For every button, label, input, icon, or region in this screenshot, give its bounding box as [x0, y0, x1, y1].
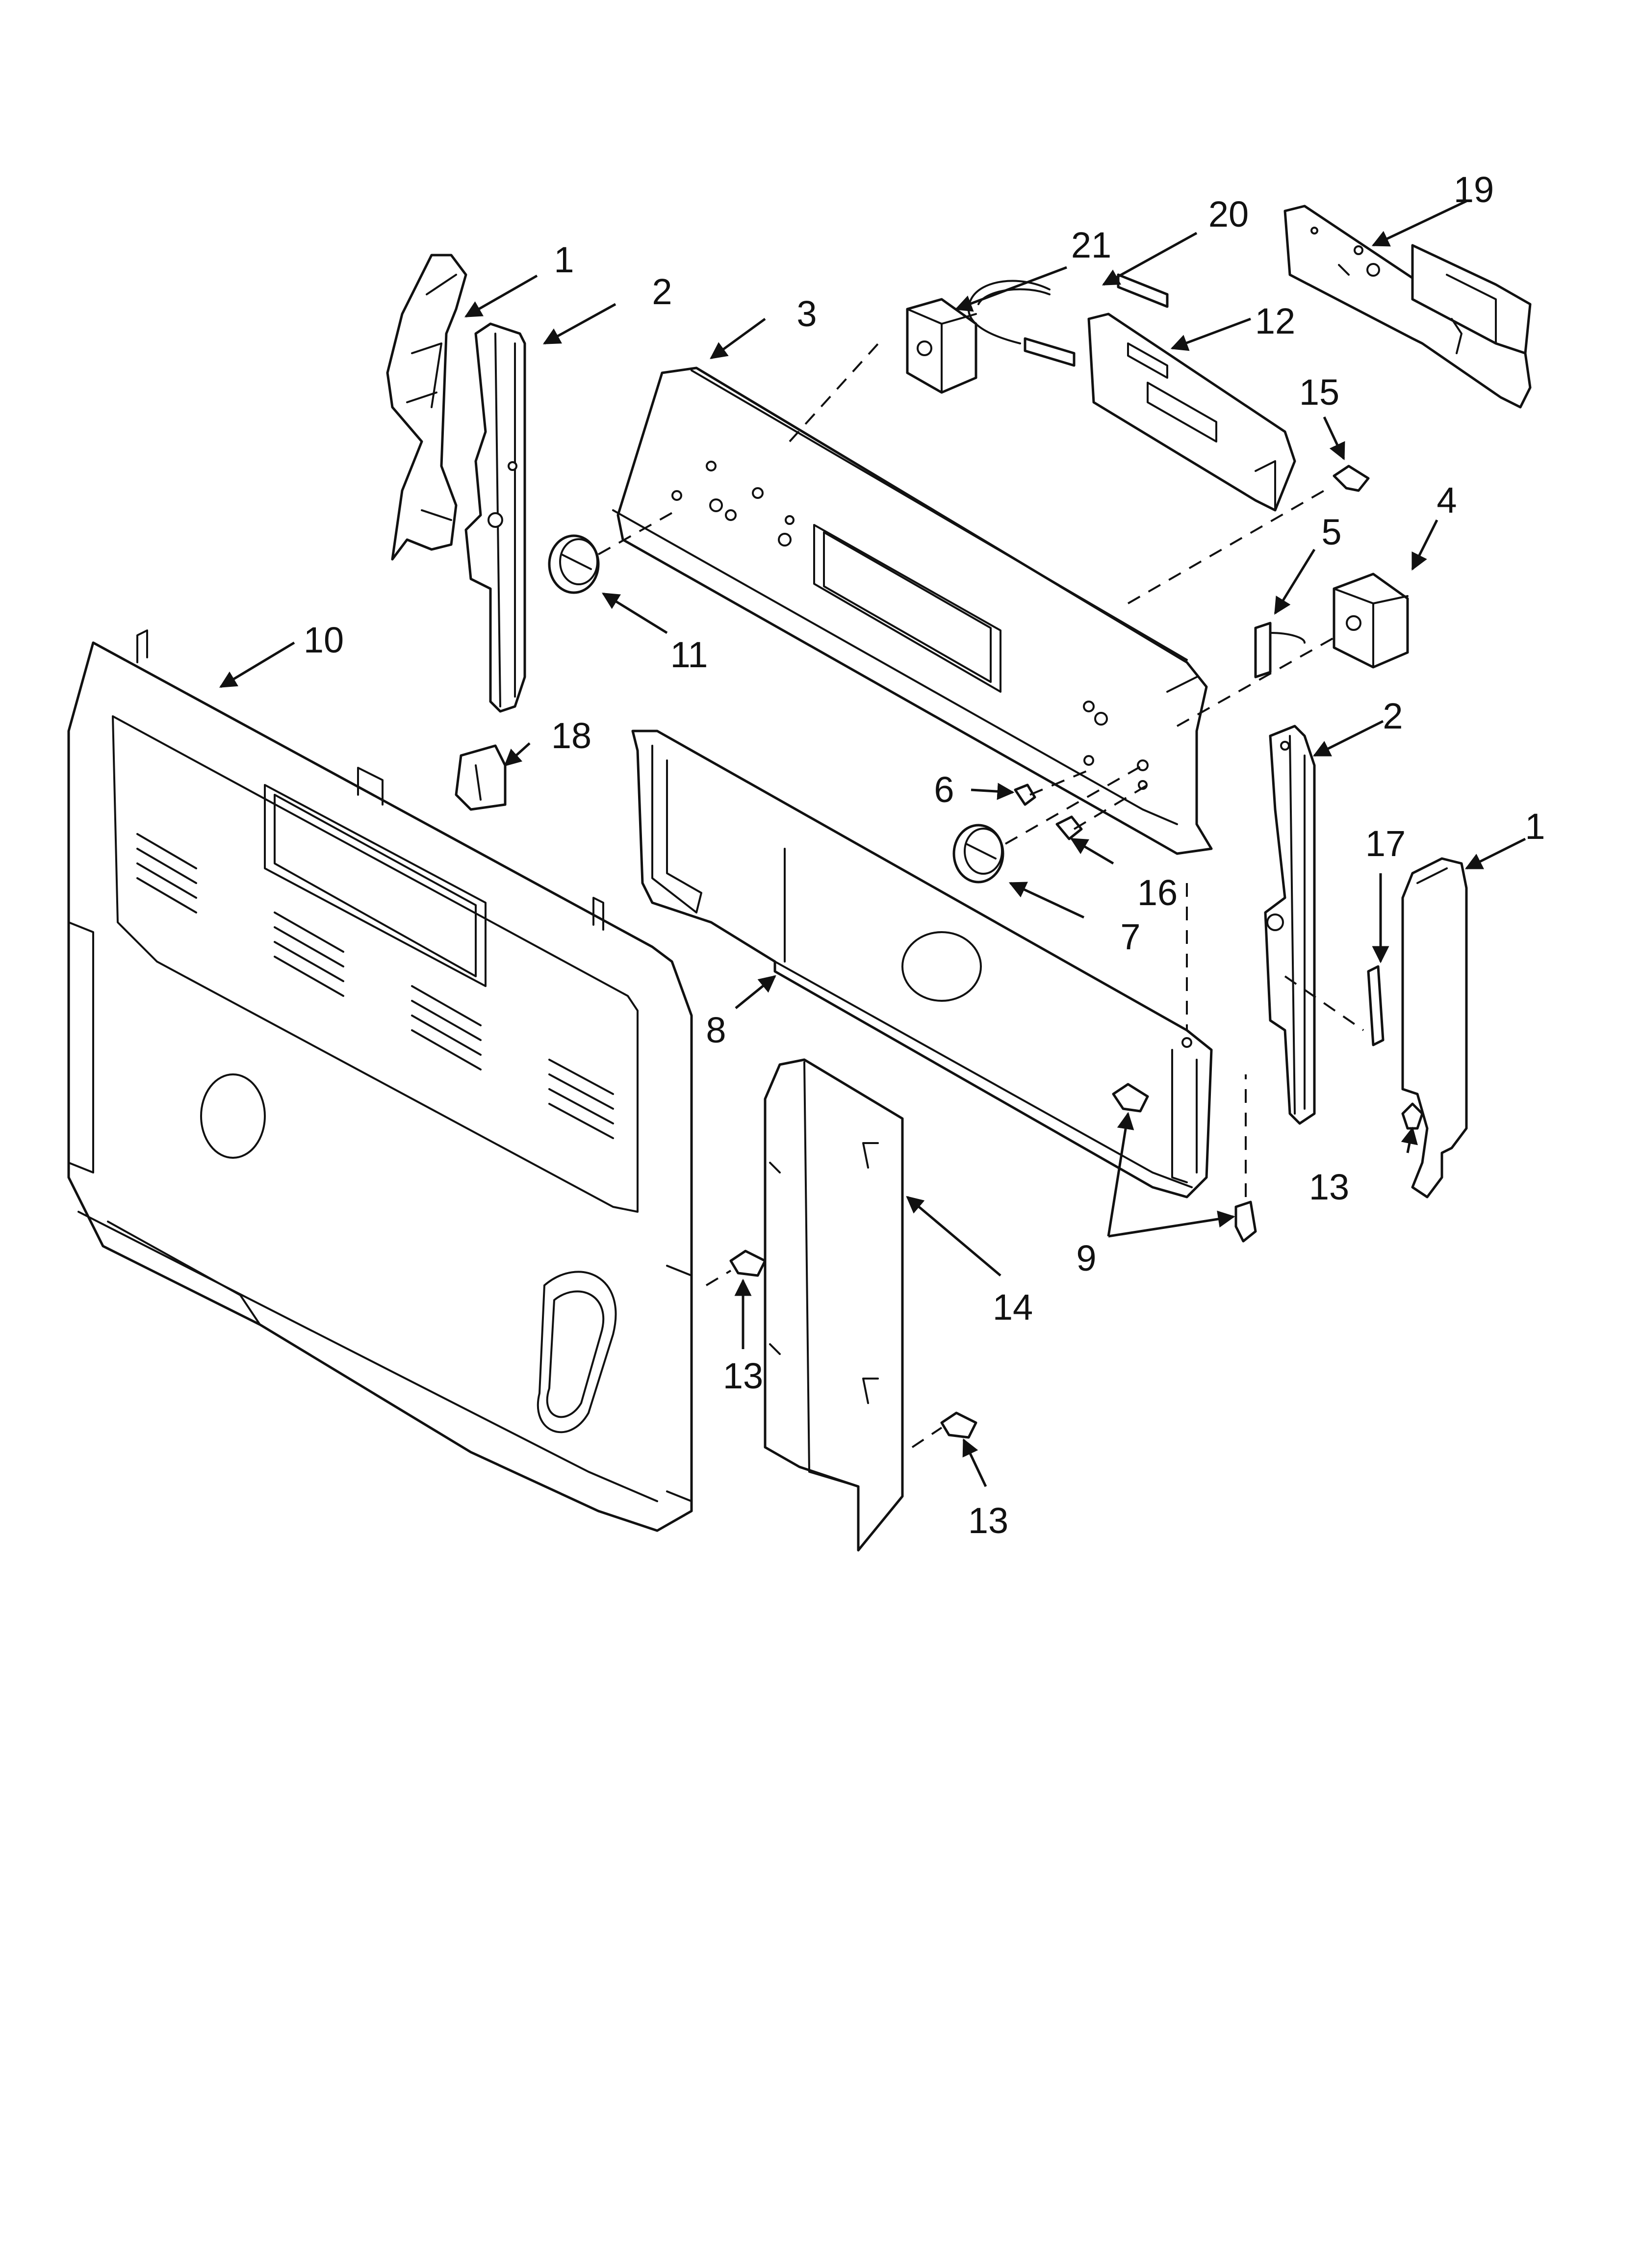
- callout-1-left: 1: [554, 239, 574, 280]
- callout-15: 15: [1299, 372, 1339, 413]
- part-11-knob: [548, 534, 600, 594]
- part-2-left-vertical-bracket: [464, 322, 526, 713]
- callout-4: 4: [1437, 480, 1457, 521]
- callout-21: 21: [1071, 225, 1111, 265]
- part-10-rear-panel: [67, 629, 693, 1532]
- callout-9: 9: [1076, 1238, 1096, 1278]
- callout-6: 6: [934, 769, 954, 810]
- part-2-right-vertical-bracket: [1264, 725, 1316, 1125]
- callout-2-right: 2: [1383, 696, 1403, 736]
- part-6-screw: [1014, 783, 1036, 806]
- part-1-right-side-trim: [1401, 857, 1468, 1199]
- part-9-screw-lower: [1234, 1200, 1257, 1243]
- part-5-indicator: [1254, 622, 1306, 678]
- callout-8: 8: [706, 1010, 726, 1050]
- callout-3: 3: [796, 293, 817, 334]
- part-16-screw: [1055, 815, 1083, 840]
- part-13-screw-b: [940, 1411, 977, 1439]
- part-12-control-board: [1087, 313, 1296, 512]
- callout-5: 5: [1321, 512, 1341, 552]
- part-14-side-bracket: [764, 1058, 904, 1552]
- part-17-clip: [1367, 965, 1385, 1046]
- part-15-screw: [1333, 465, 1370, 492]
- part-8-manifold-panel: [631, 730, 1213, 1199]
- part-9-screw-upper: [1112, 1083, 1149, 1113]
- part-19-control-bracket: [1283, 205, 1532, 409]
- callout-14: 14: [993, 1287, 1033, 1328]
- part-18-clip: [455, 744, 507, 811]
- callout-13-bottom: 13: [968, 1500, 1008, 1541]
- callout-19: 19: [1454, 169, 1494, 210]
- callout-16: 16: [1137, 872, 1178, 913]
- part-3-control-console: [612, 366, 1213, 855]
- callout-12: 12: [1255, 301, 1295, 341]
- callout-10: 10: [304, 620, 344, 660]
- callout-11: 11: [670, 634, 708, 675]
- part-1-left-side-trim: [386, 254, 467, 561]
- callout-labels: 1 2 3 21 20 19 12 15 5 4 2 1 17 13 10 11…: [304, 169, 1545, 1541]
- callout-1-right: 1: [1525, 806, 1545, 847]
- part-4-switch: [1333, 573, 1409, 669]
- callout-17: 17: [1365, 823, 1406, 864]
- callout-18: 18: [551, 715, 591, 756]
- part-7-knob: [952, 824, 1004, 884]
- leader-arrows: [219, 200, 1526, 1487]
- assembly-lines: [598, 338, 1364, 1448]
- callout-13-left: 13: [723, 1356, 763, 1396]
- part-13-screw-a: [729, 1250, 767, 1277]
- callout-2-left: 2: [652, 271, 672, 312]
- callout-13-right: 13: [1309, 1167, 1349, 1207]
- callout-7: 7: [1120, 916, 1140, 957]
- part-21-switch: [906, 298, 977, 394]
- callout-20: 20: [1208, 194, 1249, 235]
- part-13-screw-c: [1401, 1102, 1424, 1130]
